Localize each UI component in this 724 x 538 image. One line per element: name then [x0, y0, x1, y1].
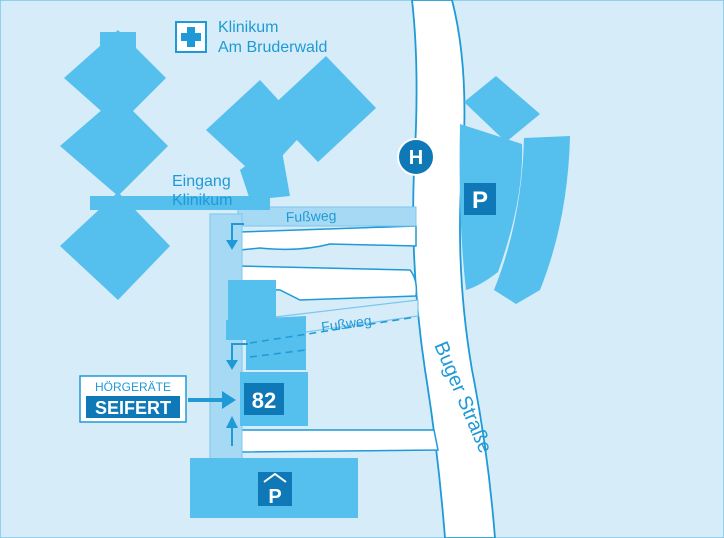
- footpath-label-upper: Fußweg: [286, 207, 337, 225]
- footpath-label-lower: Fußweg: [320, 312, 372, 335]
- store-name-line2: SEIFERT: [95, 398, 171, 418]
- dashed-path-lower: [249, 349, 307, 358]
- building-number-badge: [244, 383, 284, 415]
- hospital-complex: [60, 30, 376, 300]
- hospital-wing-bottom: [60, 192, 170, 300]
- arrow-upper-head: [226, 240, 238, 250]
- store-name-plate: [86, 396, 180, 418]
- hospital-wing-top: [64, 30, 166, 126]
- hospital-name-line2: Am Bruderwald: [218, 39, 327, 56]
- hospital-wing-right-b: [268, 56, 376, 162]
- entrance-label-line2: Klinikum: [172, 192, 232, 209]
- side-road-lower: [239, 429, 439, 453]
- covered-parking-roof: [263, 472, 287, 483]
- building-number: 82: [252, 388, 276, 413]
- arrow-middle: [231, 343, 248, 364]
- hospital-wing-middle: [60, 96, 168, 196]
- hospital-wing-right-c: [240, 140, 290, 200]
- parking-symbol: P: [472, 187, 488, 214]
- hospital-name-line1: Klinikum: [218, 19, 278, 36]
- arrow-bottom-head: [226, 416, 238, 428]
- bus-stop-symbol: H: [409, 147, 423, 169]
- store-name-line1: HÖRGERÄTE: [95, 380, 171, 394]
- side-road-upper: [239, 225, 417, 251]
- hospital-tower-top: [100, 32, 136, 54]
- dashed-path-upper: [249, 316, 417, 344]
- medical-cross-horizontal: [181, 33, 201, 41]
- bus-stop-icon: [397, 138, 435, 176]
- arrow-middle-head: [226, 360, 238, 370]
- arrow-upper: [231, 223, 244, 244]
- covered-parking-icon: [258, 472, 292, 506]
- parking-icon: [464, 183, 496, 215]
- entrance-label-line1: Eingang: [172, 173, 231, 190]
- covered-parking-symbol: P: [268, 486, 281, 508]
- parking-building-right: [494, 136, 570, 304]
- side-road-middle: [239, 265, 418, 301]
- hospital-connector: [90, 196, 270, 210]
- parking-building-top: [464, 76, 540, 142]
- arrow-store-head: [222, 391, 236, 409]
- building-middle-block: [226, 316, 306, 370]
